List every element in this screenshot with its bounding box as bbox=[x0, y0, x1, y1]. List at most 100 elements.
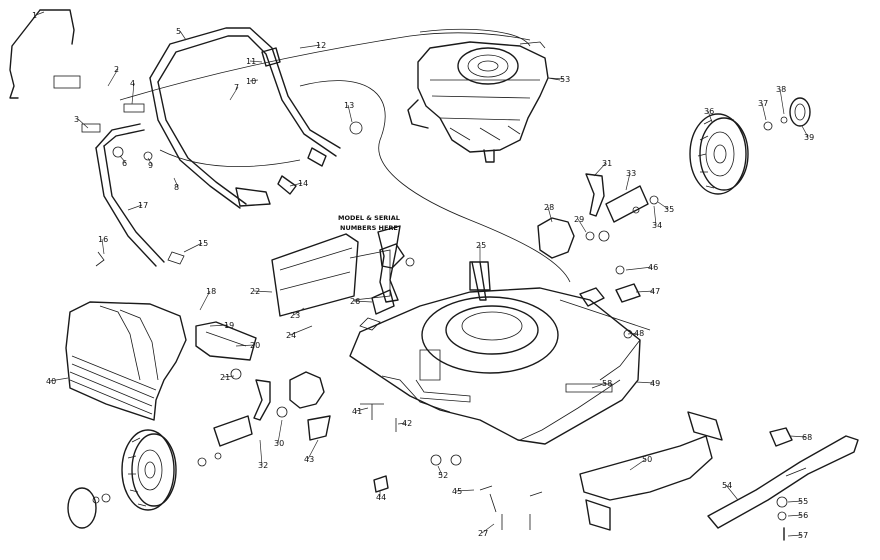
leader-line-p5 bbox=[179, 30, 187, 41]
part-label-nut: 46 bbox=[648, 263, 658, 272]
leader-line-p56 bbox=[787, 514, 803, 517]
part-label-engine: 53 bbox=[560, 75, 570, 84]
leader-line-p38 bbox=[779, 88, 785, 115]
leader-line-p35 bbox=[657, 201, 669, 210]
part-label-handle-mount: 13 bbox=[344, 101, 354, 110]
leader-line-p41 bbox=[355, 407, 369, 412]
leader-line-p34 bbox=[653, 205, 657, 226]
note-line-1: MODEL & SERIAL bbox=[338, 214, 400, 222]
part-label-bail-handle: 1 bbox=[32, 11, 37, 20]
part-label-screw: 48 bbox=[634, 329, 644, 338]
leader-line-p43 bbox=[307, 439, 319, 460]
part-label-cable-tie: 14 bbox=[298, 179, 308, 188]
part-label-handle-knob: 4 bbox=[130, 79, 135, 88]
part-label-hinge-bracket: 26 bbox=[350, 297, 360, 306]
part-label-hairpin-cotter: 15 bbox=[198, 239, 208, 248]
leader-line-p24 bbox=[289, 325, 313, 336]
leader-line-p3 bbox=[77, 118, 89, 129]
part-label-washer: 37 bbox=[758, 99, 768, 108]
part-label-blade-adapter: 68 bbox=[802, 433, 812, 442]
leader-line-p57 bbox=[787, 534, 803, 537]
part-label-screw: 18 bbox=[206, 287, 216, 296]
leader-line-p42 bbox=[397, 422, 407, 425]
part-label-handle-bracket: 9 bbox=[148, 161, 153, 170]
part-label-handle-clip: 16 bbox=[98, 235, 108, 244]
part-label-wing-nut: 12 bbox=[316, 41, 326, 50]
part-label-bolt: 41 bbox=[352, 407, 362, 416]
deck-drawing bbox=[349, 261, 641, 445]
part-label-adjuster-lever: 31 bbox=[602, 159, 612, 168]
leader-line-p58 bbox=[591, 382, 607, 389]
model-serial-callout: MODEL & SERIAL NUMBERS HERE bbox=[338, 214, 401, 303]
part-label-cable-bracket: 47 bbox=[650, 287, 660, 296]
part-callouts: 1234567891011121314151617181920212223242… bbox=[32, 11, 814, 540]
part-label-nut: 52 bbox=[438, 471, 448, 480]
leader-line-p46 bbox=[625, 266, 653, 271]
leader-line-p17 bbox=[127, 204, 143, 211]
part-label-washer: 34 bbox=[652, 221, 662, 230]
part-label-spring: 32 bbox=[258, 461, 268, 470]
leader-line-p1 bbox=[35, 11, 45, 16]
part-label-lever-bracket: 33 bbox=[626, 169, 636, 178]
part-label-bracket: 25 bbox=[476, 241, 486, 250]
part-label-wheel-bolt: 35 bbox=[664, 205, 674, 214]
leader-line-p26 bbox=[353, 300, 373, 303]
part-label-rear-baffle: 22 bbox=[250, 287, 260, 296]
part-label-control-cable-clip: 2 bbox=[114, 65, 119, 74]
part-label-blade-bolt: 57 bbox=[798, 531, 808, 540]
part-label-lock-nut: 7 bbox=[234, 83, 239, 92]
part-label-rear-door: 20 bbox=[250, 341, 260, 350]
leader-line-p4 bbox=[131, 82, 135, 105]
part-label-wheel: 36 bbox=[704, 107, 714, 116]
leader-line-p11 bbox=[249, 60, 263, 63]
leader-line-p13 bbox=[347, 104, 353, 123]
handle-assembly-drawing bbox=[9, 9, 363, 267]
front-height-adjuster-drawing bbox=[537, 173, 659, 259]
leader-line-p28 bbox=[547, 206, 553, 223]
small-hardware-drawing bbox=[360, 243, 641, 530]
front-wheel-drawing bbox=[689, 97, 811, 195]
part-label-handle-clamp: 10 bbox=[246, 77, 256, 86]
leader-line-p8 bbox=[173, 177, 179, 188]
leader-line-p30 bbox=[277, 419, 283, 444]
leader-line-p55 bbox=[787, 500, 803, 503]
part-label-height-adjuster-plate: 28 bbox=[544, 203, 554, 212]
control-cable-drawing bbox=[119, 28, 651, 331]
part-label-nut: 38 bbox=[776, 85, 786, 94]
leader-line-p7 bbox=[229, 86, 239, 101]
leader-line-p54 bbox=[725, 484, 739, 501]
leader-line-p53 bbox=[547, 77, 565, 80]
leader-line-p68 bbox=[789, 435, 807, 438]
part-label-grass-bag: 40 bbox=[46, 377, 56, 386]
note-line-2: NUMBERS HERE bbox=[340, 224, 398, 232]
leader-line-p23 bbox=[293, 307, 305, 316]
leader-line-p9 bbox=[147, 157, 153, 166]
leader-line-p49 bbox=[635, 381, 655, 384]
leader-line-p39 bbox=[801, 125, 809, 138]
part-label-handle-bolt: 3 bbox=[74, 115, 79, 124]
part-label-deck: 49 bbox=[650, 379, 660, 388]
part-label-clamp-bolt: 11 bbox=[246, 57, 256, 66]
leader-line-p29 bbox=[577, 218, 587, 233]
part-label-lower-handle: 17 bbox=[138, 201, 148, 210]
part-label-handle-screw: 6 bbox=[122, 159, 127, 168]
part-label-washer: 30 bbox=[274, 439, 284, 448]
leader-line-p2 bbox=[107, 68, 119, 87]
leader-line-p27 bbox=[481, 523, 495, 534]
part-label-blade: 54 bbox=[722, 481, 732, 490]
part-label-washer: 42 bbox=[402, 419, 412, 428]
leader-line-p18 bbox=[199, 290, 211, 311]
part-label-nut: 24 bbox=[286, 331, 296, 340]
leader-line-p15 bbox=[183, 242, 203, 253]
blade-baffle-drawing bbox=[579, 411, 723, 531]
part-label-blade-baffle: 50 bbox=[642, 455, 652, 464]
leader-line-p22 bbox=[253, 290, 273, 293]
part-label-carriage-bolt: 8 bbox=[174, 183, 179, 192]
leader-line-p20 bbox=[235, 344, 255, 347]
leader-line-p32 bbox=[259, 439, 263, 466]
rear-wheel-drawing bbox=[67, 429, 177, 529]
part-label-washer: 55 bbox=[798, 497, 808, 506]
part-label-nut: 44 bbox=[376, 493, 386, 502]
leader-line-p37 bbox=[761, 102, 767, 121]
part-label-spring: 23 bbox=[290, 311, 300, 320]
